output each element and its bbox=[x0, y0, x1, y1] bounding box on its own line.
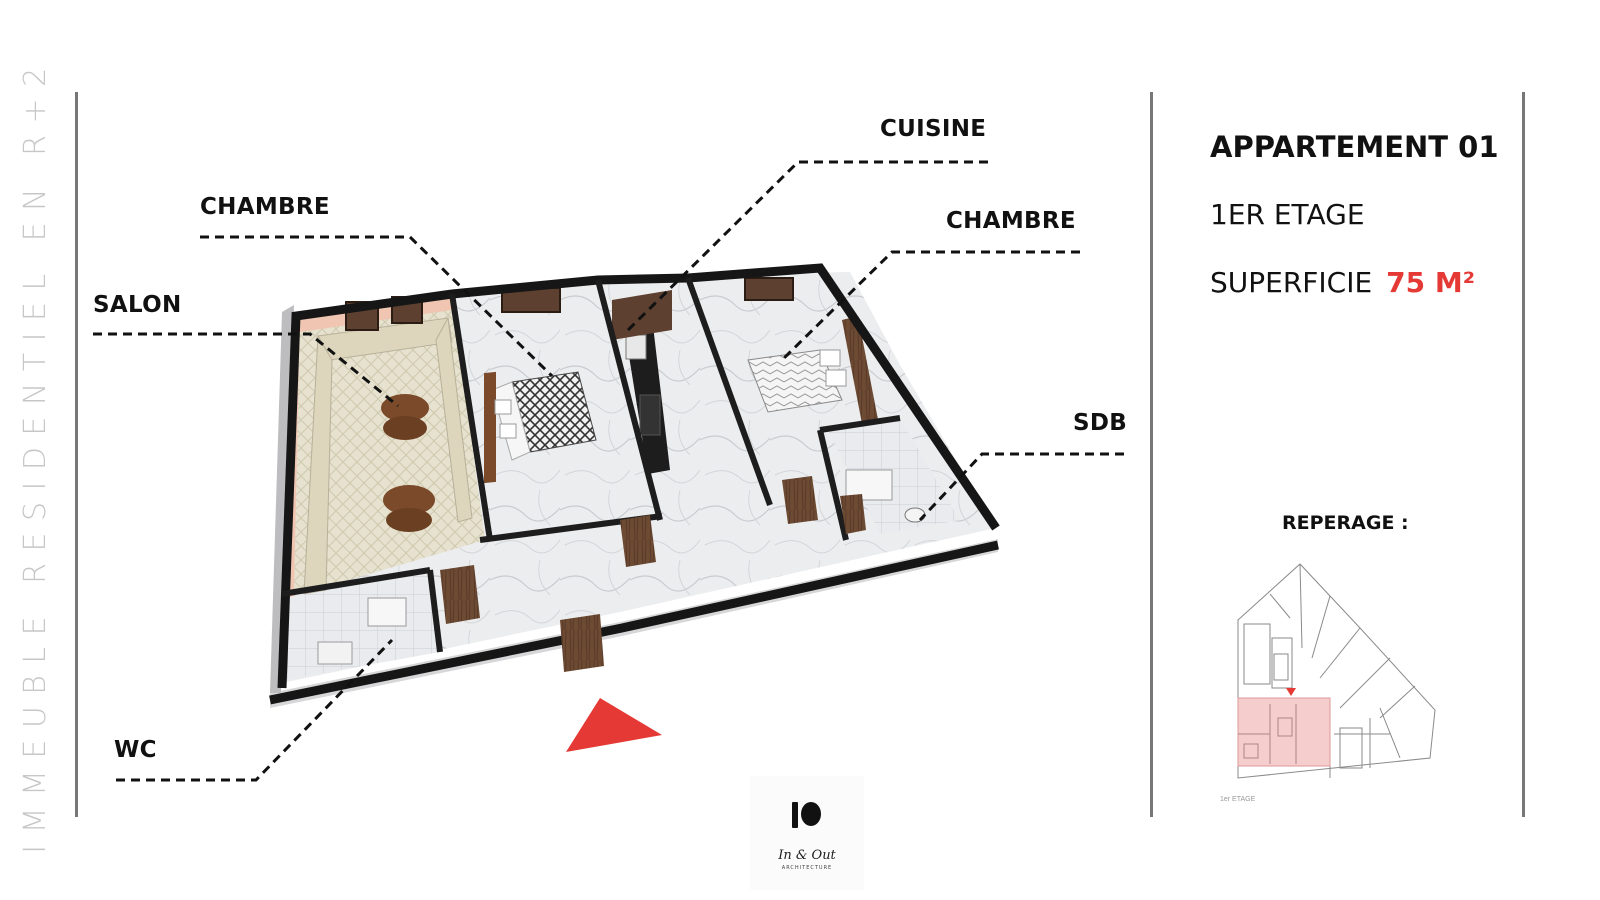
architect-logo: In & Out ARCHITECTURE bbox=[750, 776, 864, 890]
mini-location-plan bbox=[1237, 563, 1436, 779]
right-divider bbox=[1522, 92, 1525, 817]
area-value: 75 M² bbox=[1386, 266, 1476, 299]
left-divider bbox=[75, 92, 78, 817]
apartment-area: SUPERFICIE 75 M² bbox=[1210, 266, 1475, 299]
center-divider bbox=[1150, 92, 1153, 817]
label-salon: SALON bbox=[93, 292, 182, 318]
label-chambre-left: CHAMBRE bbox=[200, 194, 330, 220]
logo-subtext: ARCHITECTURE bbox=[781, 865, 833, 871]
logo-mark-icon bbox=[792, 802, 821, 828]
reperage-heading: REPERAGE : bbox=[1282, 512, 1409, 534]
mini-plan-caption: 1er ETAGE bbox=[1220, 796, 1256, 803]
apartment-title: APPARTEMENT 01 bbox=[1210, 130, 1499, 164]
entrance-arrow bbox=[566, 698, 662, 752]
area-label: SUPERFICIE bbox=[1210, 266, 1373, 299]
apartment-floor: 1ER ETAGE bbox=[1210, 198, 1365, 231]
mini-plan-highlight bbox=[1237, 697, 1331, 767]
label-wc: WC bbox=[114, 737, 157, 763]
label-sdb: SDB bbox=[1073, 410, 1128, 436]
label-cuisine: CUISINE bbox=[880, 116, 987, 142]
label-chambre-right: CHAMBRE bbox=[946, 208, 1076, 234]
logo-text: In & Out bbox=[778, 848, 836, 863]
